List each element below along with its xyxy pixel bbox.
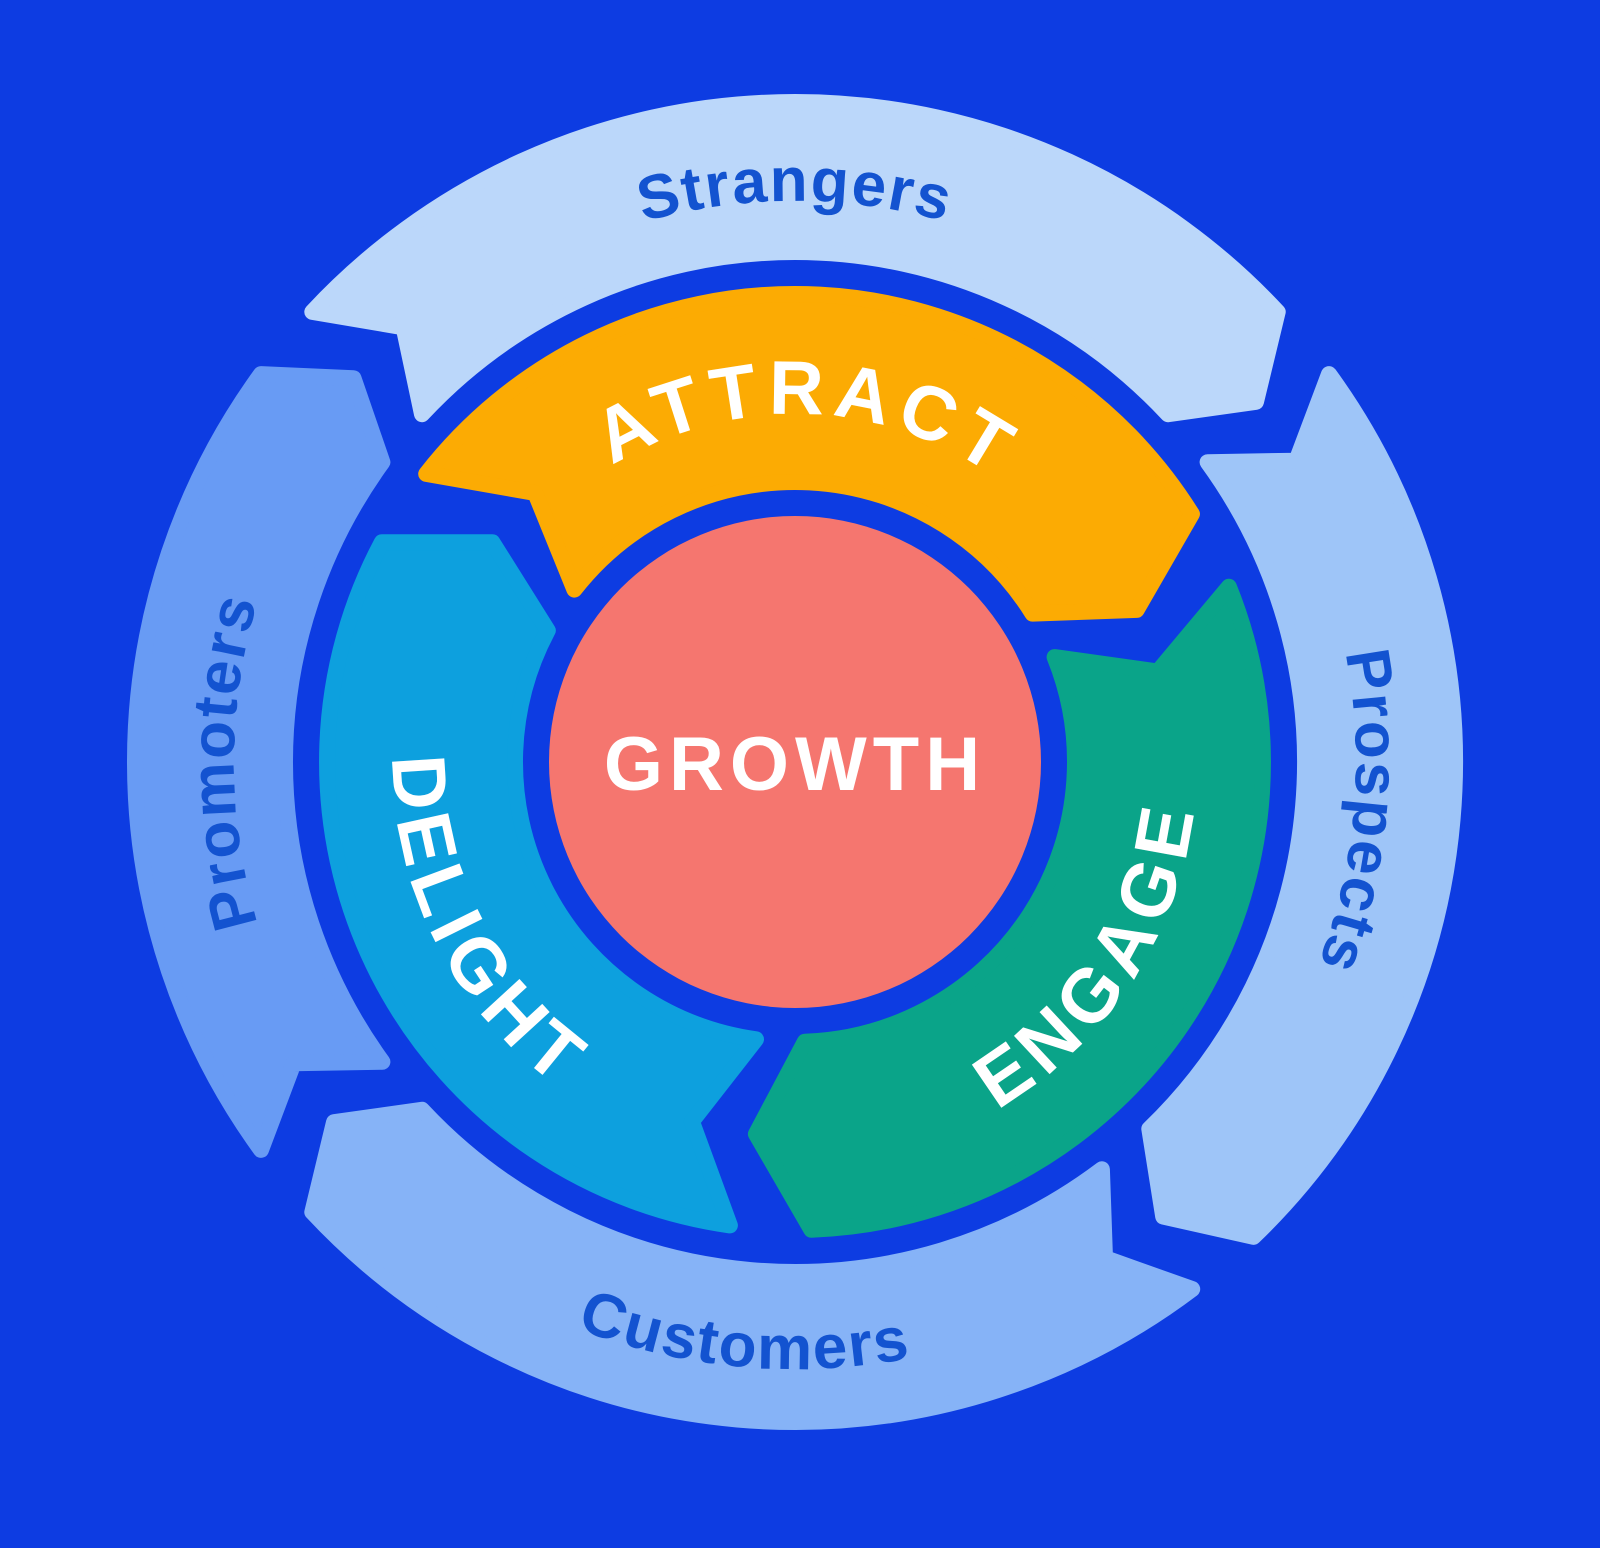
wheel-segment-engage bbox=[747, 578, 1271, 1238]
wheel-segment-attract bbox=[418, 286, 1200, 622]
growth-circle bbox=[549, 516, 1041, 1008]
ring-segment-strangers bbox=[304, 94, 1286, 423]
wheel-segment-delight bbox=[319, 534, 764, 1234]
ring-segment-prospects bbox=[1141, 366, 1464, 1245]
outer-ring: Strangers Prospects Customers Promoters bbox=[127, 94, 1464, 1430]
growth-label: GROWTH bbox=[604, 722, 986, 807]
ring-segment-promoters bbox=[127, 366, 391, 1158]
ring-segment-customers bbox=[304, 1101, 1201, 1430]
